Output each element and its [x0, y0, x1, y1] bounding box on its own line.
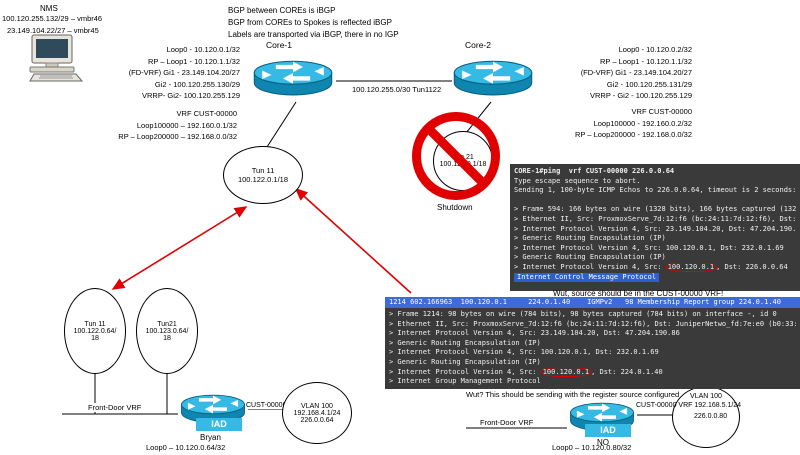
front-door-vrf-label-no: Front-Door VRF: [480, 418, 534, 427]
core2-vrf-title: VRF CUST-00000: [631, 107, 692, 116]
note-wrong-vrf: Wut, source should be in the CUST-00000 …: [553, 289, 724, 298]
terminal-line: Sending 1, 100-byte ICMP Echos to 226.0.…: [514, 186, 796, 195]
line-suffix: , Dst: 226.0.0.64: [716, 262, 788, 271]
packet-capture-window: 1214 602.166963 100.120.0.1 224.0.1.40 I…: [385, 297, 800, 389]
core2-interface-list: Loop0 - 10.120.0.2/32 RP – Loop1 - 10.12…: [546, 44, 692, 102]
core2-vrf-loop200000: RP – Loop200000 - 192.168.0.0/32: [574, 130, 692, 140]
note-register-source: Wut? This should be sending with the reg…: [466, 390, 680, 399]
red-circle-annotation: 100.120.0.1: [664, 262, 718, 272]
cust-vrf-label-bryan: CUST-00000 VRF: [246, 402, 303, 409]
core1-if-rp: RP – Loop1 - 10.120.1.1/32: [147, 56, 240, 66]
loopback-no: Loop0 – 10.120.0.80/32: [552, 443, 632, 452]
capture-circled-source-line: > Internet Protocol Version 4, Src: 100.…: [389, 367, 796, 378]
shutdown-label: Shutdown: [437, 203, 473, 212]
core1-vrf-title: VRF CUST-00000: [176, 109, 237, 118]
loopback-bryan: Loop0 – 10.120.0.64/32: [146, 443, 226, 452]
mcast-label-no: 226.0.0.80: [694, 413, 728, 420]
core1-interface-list: Loop0 - 10.120.0.1/32 RP – Loop1 - 10.12…: [95, 44, 240, 102]
core2-if-rp: RP – Loop1 - 10.120.1.1/32: [599, 56, 692, 66]
bgp-note-1: BGP between COREs is iBGP: [228, 6, 336, 15]
icmp-highlight: Internet Control Message Protocol: [514, 272, 660, 283]
terminal-circled-source-line: > Internet Protocol Version 4, Src: 100.…: [514, 262, 796, 273]
capture-line: > Frame 1214: 98 bytes on wire (784 bits…: [389, 310, 777, 318]
core1-if-vrrp: VRRP- Gi2- 100.120.255.129: [142, 91, 240, 101]
tunnel-21-spoke-name: Tun21: [157, 320, 177, 328]
nms-ip-vmbr46: 100.120.255.132/29 – vmbr46: [2, 14, 103, 23]
cust-vrf-label-no: CUST-00000 VRF 192.168.5.1/24: [636, 402, 742, 409]
core1-vrf-loop100000: Loop100000 – 192.160.0.1/32: [136, 120, 237, 130]
core2-vrf-loop100000: Loop100000 - 192.160.0.2/32: [593, 118, 692, 128]
core1-if-gi1: (FD-VRF) Gi1 - 23.149.104.20/27: [128, 68, 240, 78]
terminal-line: > Frame 594: 166 bytes on wire (1328 bit…: [514, 205, 796, 214]
hostname-bryan: Bryan: [200, 433, 221, 442]
core2-if-vrrp: VRRP - Gi2 - 100.120.255.129: [589, 91, 692, 101]
front-door-vrf-label-bryan: Front-Door VRF: [88, 403, 142, 412]
core1-router-icon: [250, 50, 336, 109]
nms-computer-icon: [26, 34, 86, 82]
red-circle-annotation: 100.120.0.1: [539, 367, 593, 377]
vlan-mcast: 226.0.0.64: [300, 416, 334, 424]
nms-label: NMS: [40, 4, 58, 13]
line-suffix: , Dst: 224.0.1.40: [591, 367, 663, 376]
vlan-name: VLAN 100: [301, 402, 333, 410]
vlan-100-bryan: VLAN 100 192.168.4.1/24 226.0.0.64: [282, 382, 352, 444]
capture-line: > Generic Routing Encapsulation (IP): [389, 338, 541, 347]
core2-if-loop0: Loop0 - 10.120.0.2/32: [618, 45, 692, 54]
core2-if-gi1: (FD-VRF) Gi1 - 23.149.104.20/27: [580, 68, 692, 78]
capture-line: > Internet Protocol Version 4, Src: 100.…: [389, 348, 659, 357]
tunnel-21-spoke-subnet: 100.123.0.64/: [145, 327, 189, 335]
capture-line: > Internet Protocol Version 4, Src: 23.1…: [389, 329, 680, 338]
hostname-no: NO: [597, 438, 609, 447]
core2-name: Core-2: [465, 40, 491, 50]
bgp-note-3: Labels are transported via iBGP, there i…: [228, 30, 399, 39]
core1-name: Core-1: [266, 40, 292, 50]
tunnel-11-spoke-name: Tun 11: [84, 320, 106, 328]
tunnel-11-core-subnet: 100.122.0.1/18: [237, 175, 289, 184]
terminal-line: [514, 196, 796, 206]
core1-ping-terminal: CORE-1#ping vrf CUST-00000 226.0.0.64 Ty…: [510, 164, 800, 291]
terminal-line: > Internet Protocol Version 4, Src: 100.…: [514, 243, 784, 252]
prohibition-icon: [412, 112, 500, 200]
iad-router-no-label: IAD: [585, 424, 631, 437]
core1-vrf-block: VRF CUST-00000 Loop100000 – 192.160.0.1/…: [95, 108, 237, 143]
iad-router-bryan-label: IAD: [196, 418, 242, 431]
capture-line: > Generic Routing Encapsulation (IP): [389, 357, 541, 366]
core2-if-gi2: Gi2 - 100.120.255.131/29: [606, 79, 692, 89]
terminal-line: > Generic Routing Encapsulation (IP): [514, 253, 666, 262]
line-prefix: > Internet Protocol Version 4, Src:: [514, 262, 666, 271]
vlan-100-no: VLAN 100: [672, 386, 740, 448]
vlan-name: VLAN 100: [690, 393, 722, 400]
capture-line: > Ethernet II, Src: ProxmoxServe_7d:12:f…: [389, 319, 796, 328]
capture-line: > Internet Group Management Protocol: [389, 377, 541, 386]
terminal-prompt-line: CORE-1#ping vrf CUST-00000 226.0.0.64: [514, 167, 675, 175]
core-link-label: 100.120.255.0/30 Tun1122: [352, 85, 442, 94]
core2-router-icon: [450, 50, 536, 109]
core1-if-loop0: Loop0 - 10.120.0.1/32: [166, 45, 240, 54]
core1-if-gi2: Gi2 - 100.120.255.130/29: [154, 79, 240, 89]
tunnel-11-spoke-subnet: 100.122.0.64/: [73, 327, 117, 335]
core1-vrf-loop200000: RP – Loop200000 – 192.168.0.0/32: [118, 132, 237, 142]
tunnel-11-spoke-mask: 18: [91, 334, 99, 342]
tunnel-21-spoke: Tun21 100.123.0.64/ 18: [136, 288, 198, 374]
nms-ip-vmbr45: 23.149.104.22/27 – vmbr45: [7, 26, 99, 35]
bgp-note-2: BGP from COREs to Spokes is reflected iB…: [228, 18, 392, 27]
vlan-ip: 192.168.4.1/24: [293, 409, 341, 417]
terminal-line: > Internet Protocol Version 4, Src: 23.1…: [514, 224, 796, 233]
tunnel-11-core-name: Tun 11: [251, 166, 275, 175]
terminal-line: > Generic Routing Encapsulation (IP): [514, 234, 666, 243]
line-prefix: > Internet Protocol Version 4, Src:: [389, 367, 541, 376]
terminal-highlight-line: Internet Control Message Protocol: [514, 272, 796, 283]
capture-selected-row: 1214 602.166963 100.120.0.1 224.0.1.40 I…: [385, 297, 800, 308]
terminal-line: > Ethernet II, Src: ProxmoxServe_7d:12:f…: [514, 214, 796, 223]
terminal-line: Type escape sequence to abort.: [514, 176, 641, 185]
tunnel-21-spoke-mask: 18: [163, 334, 171, 342]
core2-vrf-block: VRF CUST-00000 Loop100000 - 192.160.0.2/…: [546, 106, 692, 141]
traffic-arrows: [111, 187, 412, 294]
tunnel-11-spoke: Tun 11 100.122.0.64/ 18: [64, 288, 126, 374]
tunnel-11-core: Tun 11 100.122.0.1/18: [223, 146, 303, 204]
